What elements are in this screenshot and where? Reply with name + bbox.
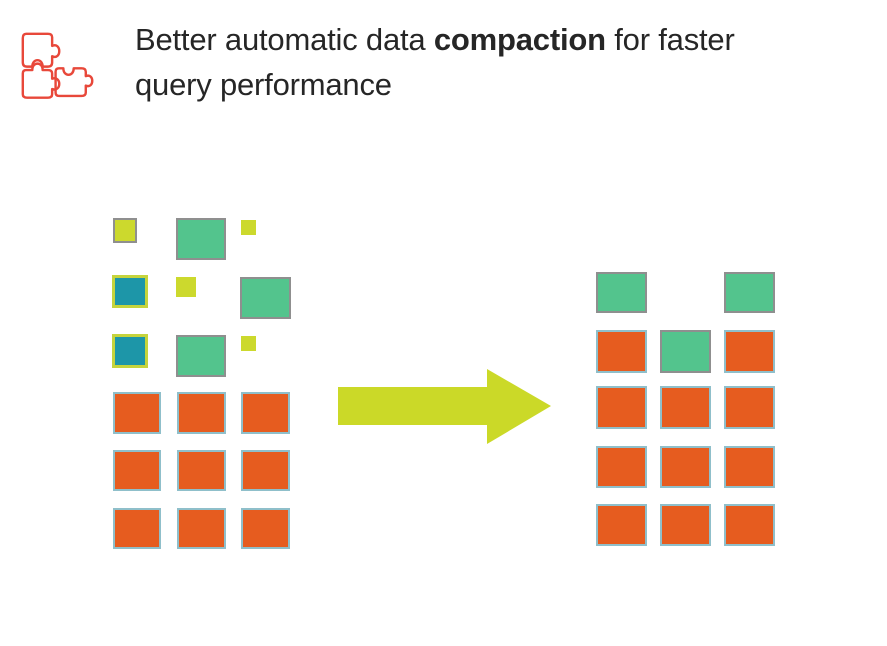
data-file-block (724, 272, 775, 313)
data-file-block (596, 504, 647, 546)
right-arrow-icon (338, 369, 551, 444)
data-file-block (596, 272, 647, 313)
data-file-block (113, 450, 161, 491)
title-text: for faster (605, 22, 735, 57)
data-file-block (112, 334, 148, 368)
data-file-block (724, 386, 775, 429)
data-file-block (241, 450, 290, 491)
data-file-block (240, 277, 291, 319)
title-bold-word: compaction (433, 22, 606, 57)
data-file-block (113, 508, 161, 549)
right-arrow-shape (338, 369, 551, 444)
data-file-block (596, 386, 647, 429)
data-file-block (176, 277, 196, 297)
data-file-block (112, 275, 148, 308)
title-text-line2: query performance (135, 67, 392, 102)
data-file-block (241, 508, 290, 549)
data-file-block (660, 330, 711, 373)
data-file-block (724, 504, 775, 546)
data-file-block (113, 392, 161, 434)
data-file-block (241, 392, 290, 434)
data-file-block (177, 508, 226, 549)
data-file-block (596, 330, 647, 373)
data-file-block (176, 335, 226, 377)
data-file-block (724, 446, 775, 488)
data-file-block (176, 218, 226, 260)
puzzle-pieces-outline (21, 32, 94, 99)
data-file-block (177, 392, 226, 434)
data-file-block (241, 336, 256, 351)
slide-header: Better automatic data compaction for fas… (0, 0, 887, 130)
title-text: Better automatic data (135, 22, 434, 57)
data-file-block (596, 446, 647, 488)
data-file-block (113, 218, 137, 243)
data-file-block (177, 450, 226, 491)
data-file-block (724, 330, 775, 373)
slide-title: Better automatic data compaction for fas… (135, 17, 865, 107)
data-file-block (660, 386, 711, 429)
data-file-block (241, 220, 256, 235)
data-file-block (660, 504, 711, 546)
puzzle-pieces-icon (21, 32, 94, 99)
data-file-block (660, 446, 711, 488)
